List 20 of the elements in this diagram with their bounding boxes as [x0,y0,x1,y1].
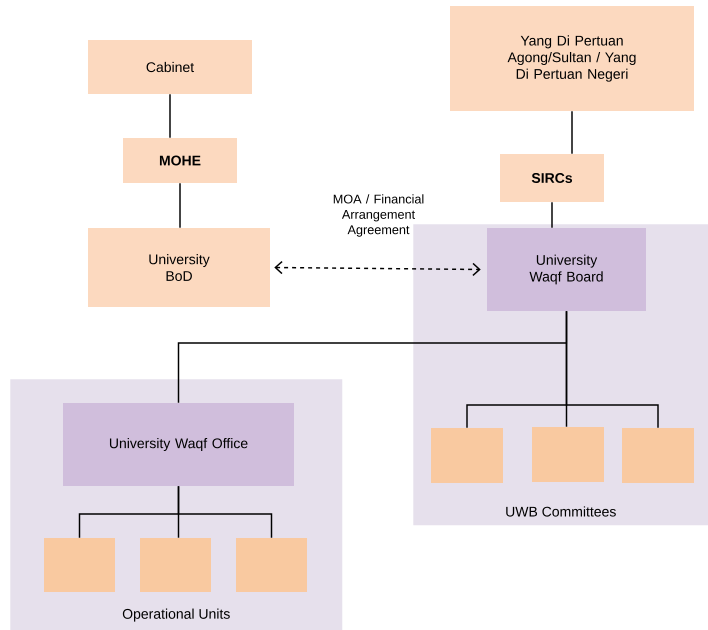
org-box: Cabinet [88,40,252,94]
unit-box [236,538,307,592]
connector [551,202,553,228]
connector [178,486,272,538]
unit-box [622,428,694,483]
connector [571,111,573,154]
unit-box [431,428,503,483]
connector [566,311,659,428]
connector [179,183,181,228]
org-box: University BoD [88,228,270,307]
org-box: Yang Di Pertuan Agong/Sultan / Yang Di Pertuan Negeri [450,6,694,111]
connector [169,94,171,138]
org-box: University Waqf Office [63,403,294,486]
connector [274,261,481,276]
unit-box [532,427,604,482]
org-box: MOHE [123,138,237,183]
org-box: University Waqf Board [487,228,646,311]
unit-box [140,538,211,592]
org-box: SIRCs [500,154,604,202]
unit-box [44,538,115,592]
